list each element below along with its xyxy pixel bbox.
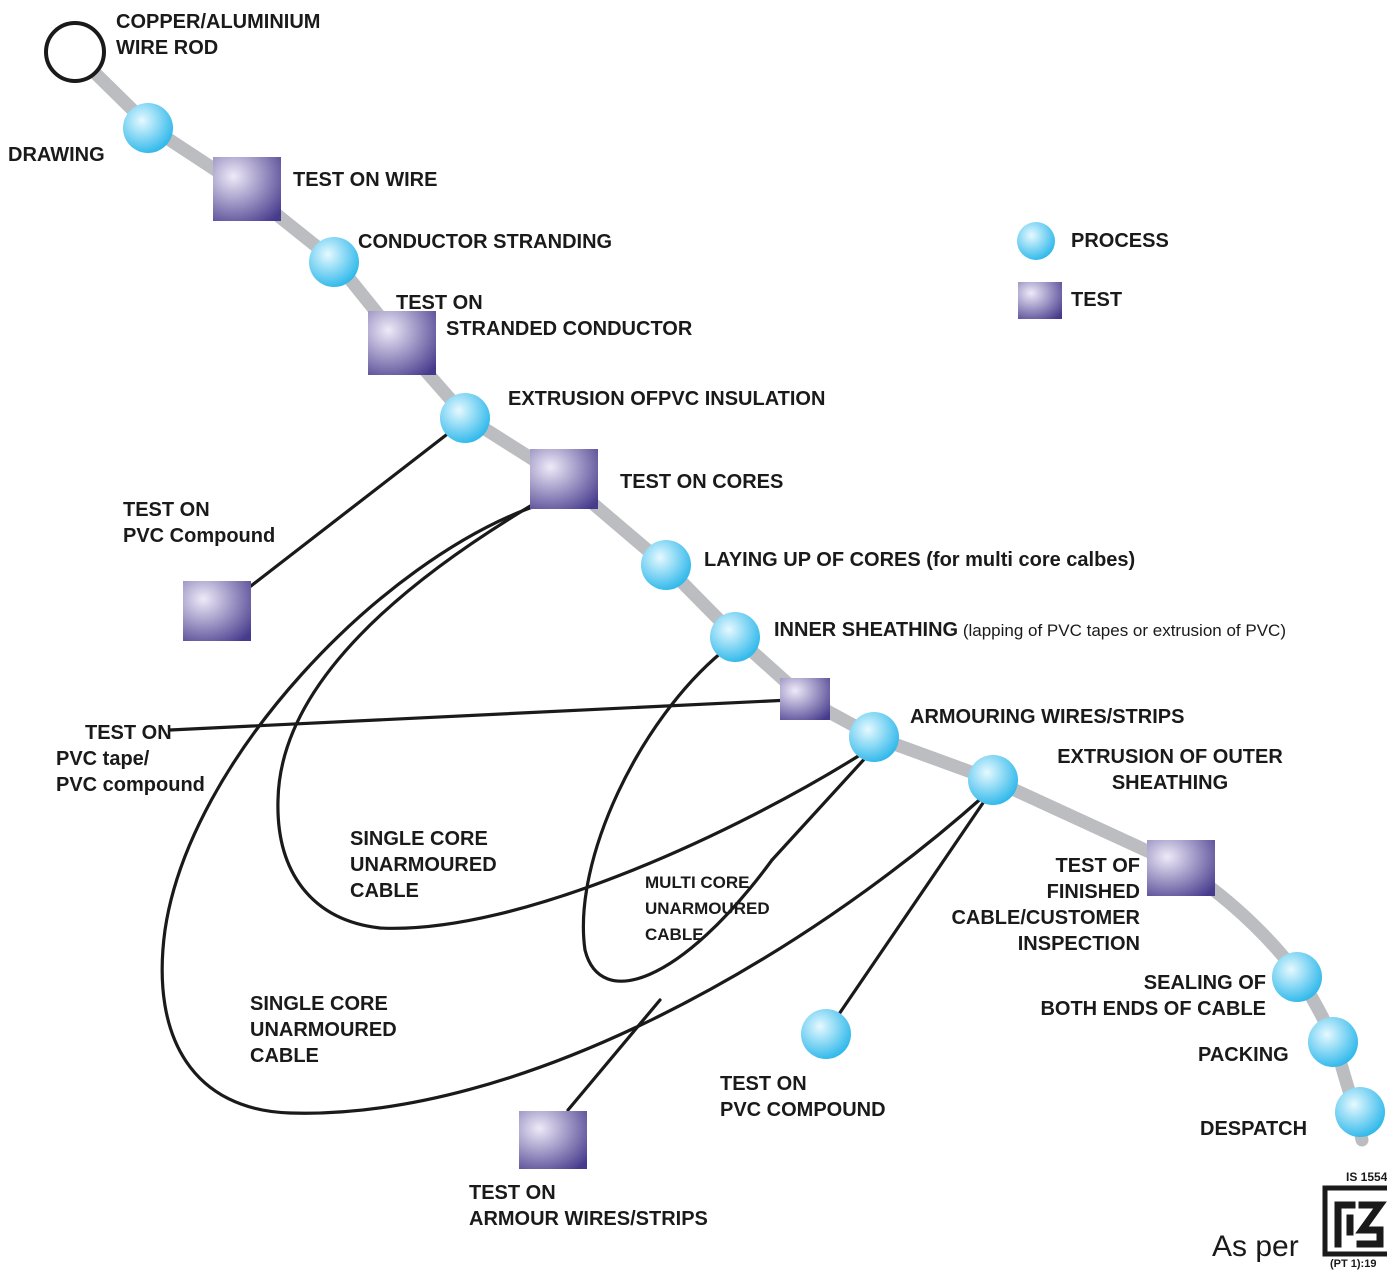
- process-node-outer-sheathing: [968, 755, 1018, 805]
- process-node-stranding: [309, 237, 359, 287]
- label-pvc-compound-line2: PVC Compound: [123, 525, 276, 547]
- label-pvc-tape-line1: TEST ON: [85, 722, 172, 744]
- process-node-drawing: [123, 103, 173, 153]
- connector-pvc-tape: [168, 698, 792, 732]
- process-node-armouring: [849, 712, 899, 762]
- label-test-stranded: TEST ON STRANDED CONDUCTOR: [396, 290, 692, 342]
- label-outer-compound-line2: PVC COMPOUND: [720, 1099, 886, 1121]
- legend-process-icon: [1017, 222, 1055, 260]
- label-single-core-upper: SINGLE CORE UNARMOURED CABLE: [350, 826, 497, 904]
- label-single-lower-line2: UNARMOURED: [250, 1019, 397, 1041]
- legend-test-label: TEST: [1071, 289, 1123, 311]
- label-single-upper-line2: UNARMOURED: [350, 854, 497, 876]
- test-node-wire: [213, 157, 281, 221]
- connector-multi-core: [581, 650, 774, 983]
- label-multi-line3: CABLE: [645, 925, 704, 944]
- process-node-outer-compound: [801, 1009, 851, 1059]
- label-packing: PACKING: [1198, 1044, 1289, 1066]
- process-node-extrusion-insulation: [440, 393, 490, 443]
- label-test-wire: TEST ON WIRE: [293, 169, 438, 191]
- label-outer-line1: EXTRUSION OF OUTER: [1057, 746, 1283, 768]
- connector-outer-compound: [833, 798, 987, 1022]
- label-drawing: DRAWING: [8, 144, 105, 166]
- label-outer-sheathing: EXTRUSION OF OUTER SHEATHING: [1038, 744, 1302, 796]
- start-label: COPPER/ALUMINIUM WIRE ROD: [116, 9, 320, 61]
- label-finished-line1: TEST OF: [1055, 855, 1140, 877]
- label-finished-line4: INSPECTION: [1017, 933, 1140, 955]
- label-outer-compound-line1: TEST ON: [720, 1073, 807, 1095]
- start-label-line1: COPPER/ALUMINIUM: [116, 11, 321, 33]
- label-multi-core: MULTI CORE UNARMOURED CABLE: [645, 870, 770, 948]
- label-pvc-tape-line2: PVC tape/: [56, 748, 150, 770]
- label-inner-sheathing-main: INNER SHEATHING: [774, 619, 959, 641]
- label-outer-line2: SHEATHING: [1111, 772, 1229, 794]
- label-inner-sheathing: INNER SHEATHING (lapping of PVC tapes or…: [774, 617, 1286, 644]
- connector-single-core-upper: [276, 503, 862, 930]
- label-single-core-lower: SINGLE CORE UNARMOURED CABLE: [250, 991, 397, 1069]
- label-pvc-tape-line3: PVC compound: [56, 774, 205, 796]
- test-node-finished: [1147, 840, 1215, 896]
- label-armour-line1: TEST ON: [469, 1182, 556, 1204]
- label-test-stranded-line2: STRANDED CONDUCTOR: [446, 318, 693, 340]
- label-finished-line2: FINISHED: [1046, 881, 1140, 903]
- label-inner-sheathing-note: (lapping of PVC tapes or extrusion of PV…: [958, 621, 1286, 640]
- label-sealing-line2: BOTH ENDS OF CABLE: [1040, 998, 1266, 1020]
- test-node-pvc-tape: [780, 678, 830, 720]
- test-node-armour: [519, 1111, 587, 1169]
- label-sealing-line1: SEALING OF: [1143, 972, 1266, 994]
- label-test-cores: TEST ON CORES: [620, 471, 784, 493]
- standard-part-label: (PT 1):19: [1330, 1258, 1377, 1270]
- connector-pvc-compound: [245, 430, 452, 591]
- start-ring-icon: [44, 21, 106, 83]
- label-single-upper-line1: SINGLE CORE: [350, 828, 488, 850]
- label-stranding: CONDUCTOR STRANDING: [358, 231, 613, 253]
- start-label-line2: WIRE ROD: [116, 37, 219, 59]
- label-single-lower-line1: SINGLE CORE: [250, 993, 388, 1015]
- label-single-lower-line3: CABLE: [250, 1045, 319, 1067]
- label-finished-line3: CABLE/CUSTOMER: [951, 907, 1140, 929]
- label-test-pvc-compound: TEST ON PVC Compound: [123, 497, 275, 549]
- legend-test-icon: [1018, 282, 1062, 319]
- label-test-pvc-tape: TEST ON PVC tape/ PVC compound: [56, 720, 205, 798]
- label-multi-line2: UNARMOURED: [645, 899, 770, 918]
- process-node-laying-up: [641, 540, 691, 590]
- connector-armour-test: [566, 998, 662, 1112]
- label-multi-line1: MULTI CORE: [645, 873, 750, 892]
- connector-armour-line: [770, 753, 870, 862]
- standard-code-label: IS 1554: [1346, 1170, 1387, 1184]
- test-node-cores: [530, 449, 598, 509]
- isi-mark-icon: [1322, 1185, 1387, 1257]
- label-extrusion-insulation: EXTRUSION OFPVC INSULATION: [508, 388, 826, 410]
- label-laying-up: LAYING UP OF CORES (for multi core calbe…: [704, 549, 1136, 571]
- label-test-finished: TEST OF FINISHED CABLE/CUSTOMER INSPECTI…: [900, 853, 1140, 957]
- label-test-armour: TEST ON ARMOUR WIRES/STRIPS: [469, 1180, 708, 1232]
- label-pvc-compound-line1: TEST ON: [123, 499, 210, 521]
- label-test-stranded-line1: TEST ON: [396, 292, 483, 314]
- as-per-label: As per: [1212, 1230, 1299, 1263]
- test-node-stranded: [368, 311, 436, 375]
- process-node-sealing: [1272, 952, 1322, 1002]
- process-node-packing: [1308, 1017, 1358, 1067]
- connector-lines: [160, 430, 987, 1115]
- label-despatch: DESPATCH: [1200, 1118, 1308, 1140]
- process-node-despatch: [1335, 1087, 1385, 1137]
- label-armouring: ARMOURING WIRES/STRIPS: [910, 706, 1185, 728]
- label-single-upper-line3: CABLE: [350, 880, 419, 902]
- label-sealing: SEALING OF BOTH ENDS OF CABLE: [990, 970, 1266, 1022]
- label-test-outer-compound: TEST ON PVC COMPOUND: [720, 1071, 886, 1123]
- label-armour-line2: ARMOUR WIRES/STRIPS: [469, 1208, 708, 1230]
- process-node-inner-sheathing: [710, 612, 760, 662]
- legend-process-label: PROCESS: [1071, 230, 1169, 252]
- connector-single-core-lower: [160, 503, 987, 1115]
- test-node-pvc-compound: [183, 581, 251, 641]
